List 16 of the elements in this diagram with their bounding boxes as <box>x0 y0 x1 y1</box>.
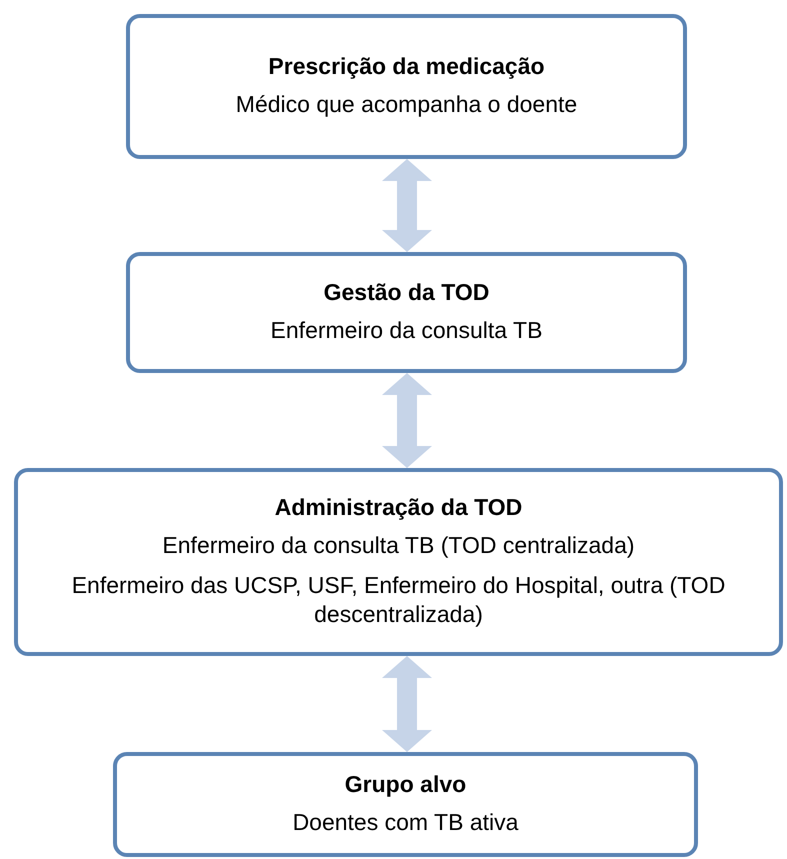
box-text: Enfermeiro da consulta TB (TOD centralizada) <box>162 530 635 560</box>
box-heading: Grupo alvo <box>344 771 466 798</box>
box-text: Enfermeiro das UCSP, USF, Enfermeiro do Hospital, outra (TOD descentralizada) <box>70 570 726 630</box>
box-heading: Prescrição da medicação <box>268 53 545 80</box>
box-text: Médico que acompanha o doente <box>236 90 578 120</box>
process-box <box>113 752 698 857</box>
box-text: Doentes com TB ativa <box>292 808 518 838</box>
process-box <box>126 14 687 159</box>
box-text: Enfermeiro da consulta TB <box>270 316 542 346</box>
process-box <box>14 468 783 656</box>
double-arrow <box>382 656 432 752</box>
double-arrow <box>382 159 432 252</box>
double-arrow <box>382 373 432 468</box>
box-heading: Administração da TOD <box>274 494 522 521</box>
process-box <box>126 252 687 373</box>
box-heading: Gestão da TOD <box>324 279 490 306</box>
